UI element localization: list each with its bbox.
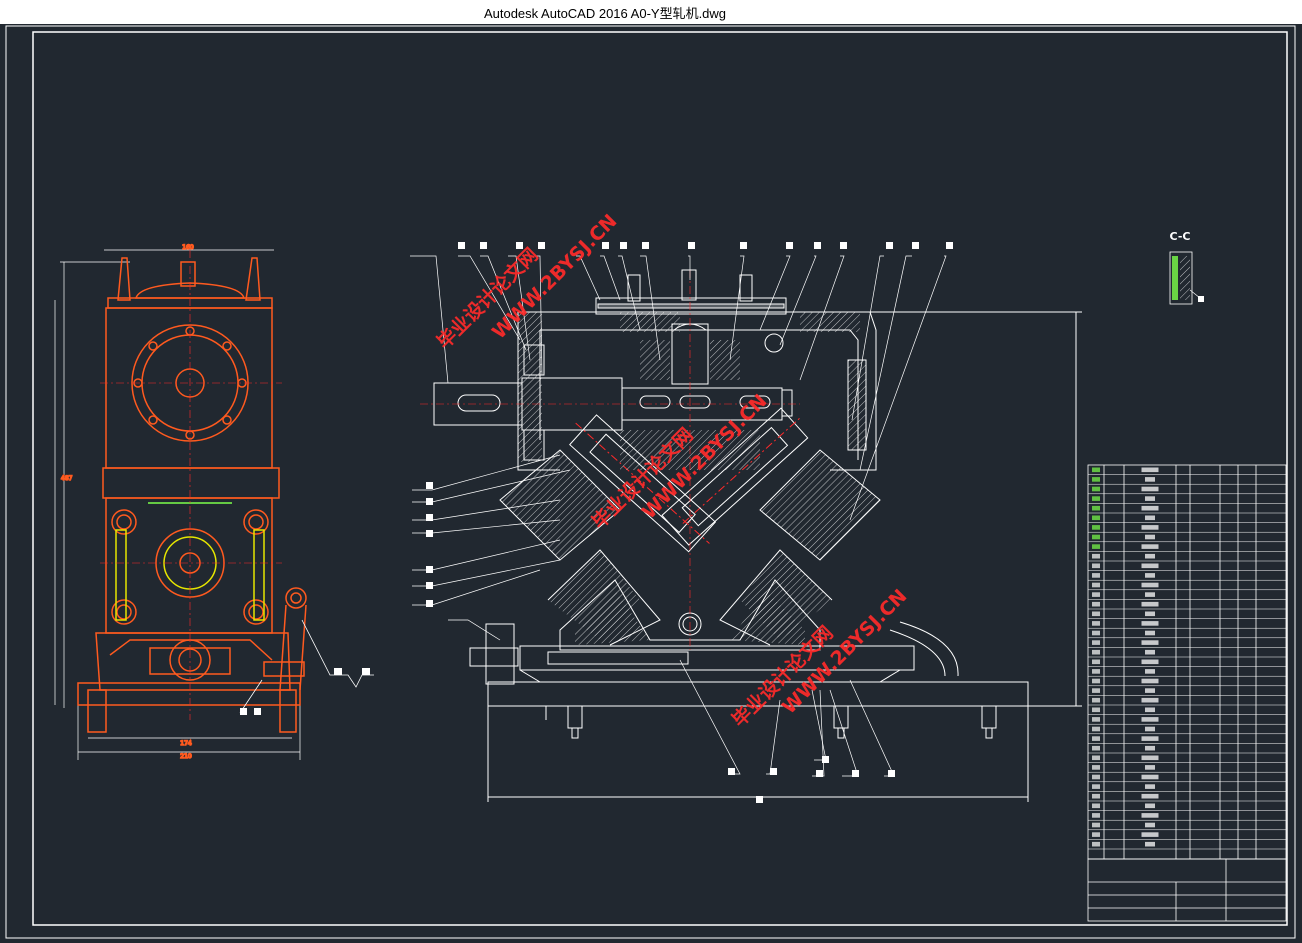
cad-drawing: 160 487 174 210: [5, 25, 1296, 939]
section-c-c: C-C: [1170, 230, 1204, 305]
table-row-number: [1092, 822, 1100, 828]
table-row-number: [1092, 784, 1100, 789]
table-row-number: [1092, 774, 1100, 780]
table-row-name: [1141, 755, 1159, 761]
parts-table: [1087, 464, 1287, 922]
table-row-number: [1092, 669, 1100, 674]
table-row-name: [1141, 486, 1159, 492]
table-row-number: [1092, 745, 1100, 751]
section-label: C-C: [1170, 230, 1191, 243]
table-row-number: [1092, 841, 1100, 847]
dim-label: 160: [182, 244, 194, 251]
table-row-number: [1092, 486, 1100, 492]
table-row-name: [1145, 515, 1155, 521]
table-row-number: [1092, 755, 1100, 761]
side-view: 160 487 174 210: [54, 243, 307, 761]
leader-lines: [410, 255, 947, 777]
table-row-name: [1141, 544, 1159, 549]
dim-label: 174: [180, 740, 192, 747]
table-row-number: [1092, 707, 1100, 713]
table-row-number: [1092, 736, 1100, 741]
table-row-number: [1092, 688, 1100, 693]
table-row-number: [1092, 630, 1100, 636]
balloon-tags: [426, 242, 953, 803]
table-row-number: [1092, 697, 1100, 703]
table-row-number: [1092, 813, 1100, 818]
table-row-name: [1145, 496, 1155, 501]
table-row-name: [1145, 745, 1155, 751]
table-row-name: [1141, 659, 1159, 665]
drawing-canvas[interactable]: 160 487 174 210: [0, 24, 1302, 943]
table-row-name: [1145, 649, 1155, 655]
table-row-name: [1145, 592, 1155, 597]
dim-label: 487: [61, 475, 73, 482]
table-row-number: [1092, 640, 1100, 645]
inner-frame: [32, 31, 1288, 926]
table-row-name: [1145, 477, 1155, 482]
table-row-name: [1145, 611, 1155, 617]
table-row-name: [1141, 832, 1159, 837]
table-row-number: [1092, 544, 1100, 549]
table-row-number: [1092, 659, 1100, 665]
table-row-number: [1092, 601, 1100, 607]
table-row-name: [1141, 678, 1159, 684]
table-row-name: [1141, 505, 1159, 511]
table-row-name: [1145, 841, 1155, 847]
table-row-name: [1145, 553, 1155, 559]
table-row-name: [1145, 803, 1155, 809]
table-row-number: [1092, 534, 1100, 540]
table-row-name: [1141, 601, 1159, 607]
table-row-number: [1092, 765, 1100, 770]
table-row-name: [1141, 467, 1159, 473]
table-row-name: [1145, 573, 1155, 578]
table-row-name: [1141, 736, 1159, 741]
section-hatching: [500, 312, 880, 645]
table-row-name: [1141, 563, 1159, 569]
table-row-number: [1092, 649, 1100, 655]
table-row-number: [1092, 496, 1100, 501]
parts-table-marks: [1092, 467, 1159, 847]
table-row-name: [1141, 793, 1159, 799]
table-row-name: [1141, 621, 1159, 626]
table-row-number: [1092, 592, 1100, 597]
table-row-number: [1092, 477, 1100, 482]
table-row-number: [1092, 726, 1100, 732]
table-row-number: [1092, 678, 1100, 684]
window-title: Autodesk AutoCAD 2016 A0-Y型轧机.dwg: [483, 6, 727, 21]
table-row-name: [1141, 697, 1159, 703]
table-row-name: [1141, 717, 1159, 722]
table-row-name: [1145, 688, 1155, 693]
dim-label: 210: [180, 753, 192, 760]
table-row-name: [1141, 774, 1159, 780]
table-row-number: [1092, 582, 1100, 588]
table-row-name: [1141, 813, 1159, 818]
table-row-name: [1141, 640, 1159, 645]
table-row-name: [1141, 525, 1159, 530]
table-row-number: [1092, 717, 1100, 722]
table-row-name: [1145, 784, 1155, 789]
outer-frame: [5, 25, 1296, 939]
table-row-number: [1092, 611, 1100, 617]
table-row-number: [1092, 803, 1100, 809]
table-row-name: [1145, 765, 1155, 770]
table-row-number: [1092, 573, 1100, 578]
table-row-number: [1092, 832, 1100, 837]
table-row-number: [1092, 505, 1100, 511]
table-row-number: [1092, 621, 1100, 626]
table-row-number: [1092, 563, 1100, 569]
table-row-number: [1092, 467, 1100, 473]
table-row-name: [1145, 726, 1155, 732]
table-row-name: [1145, 534, 1155, 540]
table-row-number: [1092, 793, 1100, 799]
table-row-name: [1141, 582, 1159, 588]
table-row-name: [1145, 707, 1155, 713]
parts-table-rows: [1088, 474, 1286, 850]
table-row-name: [1145, 630, 1155, 636]
table-row-name: [1145, 822, 1155, 828]
table-row-number: [1092, 553, 1100, 559]
title-bar: Autodesk AutoCAD 2016 A0-Y型轧机.dwg: [0, 0, 1302, 24]
table-row-number: [1092, 515, 1100, 521]
table-row-name: [1145, 669, 1155, 674]
table-row-number: [1092, 525, 1100, 530]
